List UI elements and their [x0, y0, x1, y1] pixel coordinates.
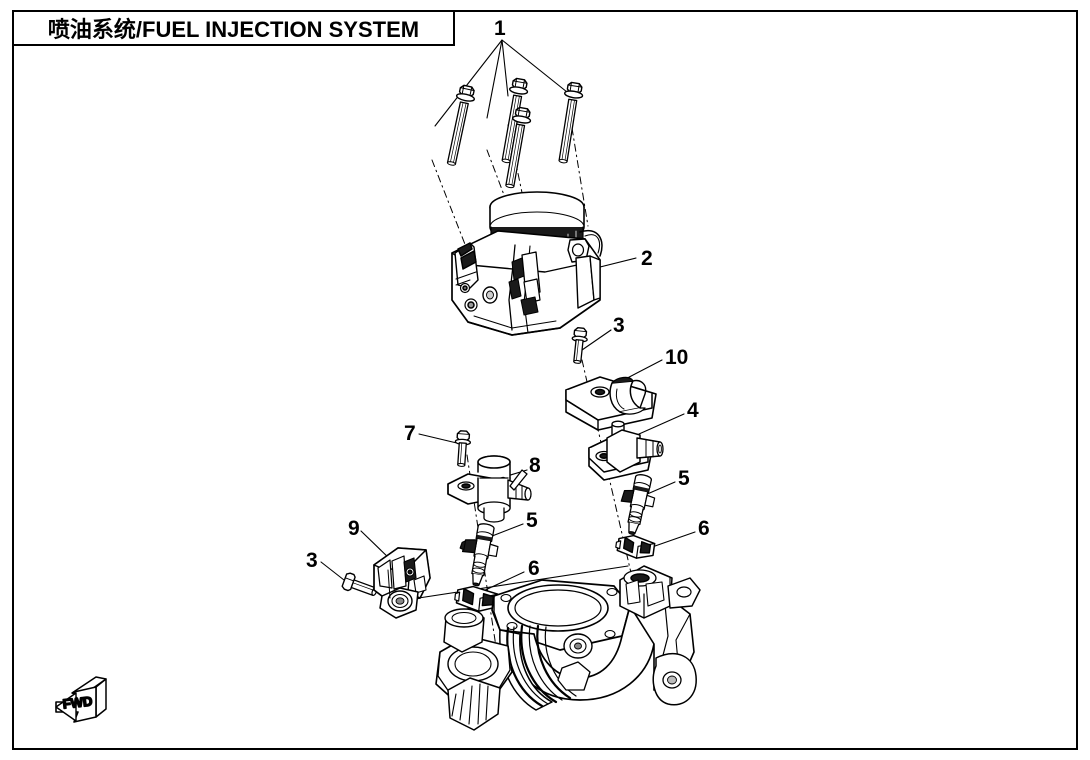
part-8-pressure-regulator: [447, 455, 532, 523]
axis-bolt1-d: [571, 127, 589, 227]
leader-line-1c: [501, 39, 509, 97]
callout-number-4[interactable]: 4: [687, 399, 699, 422]
leader-line-1b: [486, 39, 503, 119]
axis-bolt1-a: [431, 159, 469, 253]
page-title: 喷油系统/FUEL INJECTION SYSTEM: [47, 17, 420, 42]
leader-line-4: [638, 413, 685, 435]
callout-number-5-left[interactable]: 5: [526, 509, 538, 532]
callout-number-10[interactable]: 10: [665, 346, 689, 369]
part-2-throttle-body: [451, 191, 603, 336]
page-border: [12, 10, 1078, 750]
part-4-fuel-rail-fitting: [588, 420, 664, 481]
callout-number-6-left[interactable]: 6: [528, 557, 540, 580]
part-7-bolt: [454, 430, 471, 467]
callout-number-3-top[interactable]: 3: [613, 314, 625, 337]
leader-line-1a: [434, 39, 503, 127]
callout-number-5-right[interactable]: 5: [678, 467, 690, 490]
intake-manifold: [435, 565, 701, 731]
leader-line-7: [418, 433, 462, 445]
callout-number-6-right[interactable]: 6: [698, 517, 710, 540]
leader-line-6a: [654, 531, 696, 547]
part-5-injector-left: [459, 523, 499, 587]
callout-number-2[interactable]: 2: [641, 247, 653, 270]
leader-line-3b: [320, 561, 345, 581]
axis-right-stack: [581, 359, 641, 613]
part-1-bolts: [446, 76, 585, 189]
fwd-marker: FWD: [55, 676, 107, 723]
part-6-clip-left: [454, 585, 499, 612]
callout-number-1[interactable]: 1: [494, 17, 506, 40]
diagram-title-box: 喷油系统/FUEL INJECTION SYSTEM: [12, 10, 455, 46]
leader-line-3a: [581, 329, 612, 351]
callout-number-7[interactable]: 7: [404, 422, 416, 445]
leader-line-5a: [644, 481, 676, 496]
callout-number-8[interactable]: 8: [529, 454, 541, 477]
leader-line-1d: [501, 39, 573, 97]
part-6-clip-right: [615, 534, 656, 559]
leader-line-6b: [480, 571, 525, 593]
part-3-bolt-left: [341, 572, 378, 596]
callout-number-9[interactable]: 9: [348, 517, 360, 540]
callout-number-3-left[interactable]: 3: [306, 549, 318, 572]
part-5-injector-right: [620, 474, 656, 535]
part-10-bracket: [565, 376, 657, 431]
part-9-sensor: [373, 547, 431, 619]
leader-line-9-extended: [398, 565, 629, 602]
fwd-text: FWD: [62, 694, 93, 712]
part-3-bolt-upper: [571, 327, 588, 364]
